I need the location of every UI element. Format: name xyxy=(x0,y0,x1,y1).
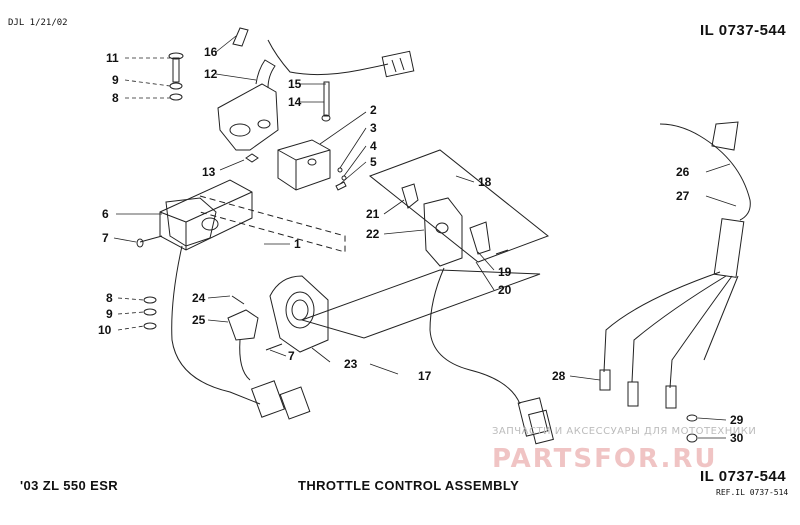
callout-label: 18 xyxy=(478,175,492,189)
watermark-caption: ЗАПЧАСТИ И АКСЕССУАРЫ ДЛЯ МОТОТЕХНИКИ xyxy=(492,426,757,437)
callout-label: 8 xyxy=(106,291,113,305)
callout-label: 8 xyxy=(112,91,119,105)
document-id-top: IL 0737-544 xyxy=(700,22,787,39)
connector-part-17 xyxy=(517,397,554,445)
fastener-part-13 xyxy=(245,153,259,163)
sensor-part-28 xyxy=(599,369,677,409)
callout-label: 26 xyxy=(676,165,690,179)
callout-label: 21 xyxy=(366,207,380,221)
callout-label: 9 xyxy=(112,73,119,87)
spring-part-21 xyxy=(401,183,419,209)
callout-label: 7 xyxy=(102,231,109,245)
nut-part-30 xyxy=(686,433,698,443)
callout-label: 28 xyxy=(552,369,566,383)
pin-part-14 xyxy=(321,81,331,122)
document-id-bottom: IL 0737-544 xyxy=(700,468,787,485)
nut-part-10 xyxy=(143,322,157,330)
cap-part-16 xyxy=(232,27,249,47)
callout-label: 30 xyxy=(730,431,744,445)
watermark-logo: PARTSFOR.RU xyxy=(492,444,718,474)
bracket-part-12 xyxy=(217,59,279,151)
lever-connector xyxy=(250,380,311,420)
callout-label: 11 xyxy=(106,51,119,65)
washer-part-29 xyxy=(686,414,698,422)
screw-part-7-lower xyxy=(265,343,283,351)
reference-id: REF.IL 0737-514 xyxy=(716,488,789,497)
pad-part-25 xyxy=(227,309,259,381)
callout-label: 6 xyxy=(102,207,109,221)
callout-label: 25 xyxy=(192,313,206,327)
callout-label: 15 xyxy=(288,77,302,91)
callout-label: 9 xyxy=(106,307,113,321)
screw-part-19 xyxy=(495,249,509,255)
date-code: DJL 1/21/02 xyxy=(8,18,68,28)
wire-part-15 xyxy=(267,39,415,78)
bolt-part-24 xyxy=(231,295,245,305)
callout-label: 3 xyxy=(370,121,377,135)
screw-part-3 xyxy=(337,167,343,173)
washer-part-9 xyxy=(143,308,157,316)
diagram-title: THROTTLE CONTROL ASSEMBLY xyxy=(298,478,520,493)
throttle-housing-part-23 xyxy=(269,275,329,353)
bolt-part-11 xyxy=(168,52,184,101)
callout-label: 17 xyxy=(418,369,432,383)
callout-label: 22 xyxy=(366,227,380,241)
lever-part-6 xyxy=(165,197,217,247)
callout-label: 27 xyxy=(676,189,690,203)
callout-label: 2 xyxy=(370,103,377,117)
switch-part-2 xyxy=(277,139,331,191)
callout-label: 19 xyxy=(498,265,512,279)
housing-part-1 xyxy=(159,179,346,253)
callout-label: 14 xyxy=(288,95,302,109)
callout-label: 10 xyxy=(98,323,112,337)
callout-label: 16 xyxy=(204,45,218,59)
callout-label: 24 xyxy=(192,291,206,305)
callout-number-layer: 11 9 8 16 12 15 14 2 3 4 5 13 6 7 1 18 2… xyxy=(98,45,744,445)
callout-label: 20 xyxy=(498,283,512,297)
callout-label: 12 xyxy=(204,67,218,81)
callout-label: 29 xyxy=(730,413,744,427)
callout-label: 5 xyxy=(370,155,377,169)
lever-wire xyxy=(171,245,261,405)
washer-part-8 xyxy=(143,296,157,304)
callout-label: 1 xyxy=(294,237,301,251)
callout-label: 4 xyxy=(370,139,377,153)
switch-part-22 xyxy=(423,197,463,267)
callout-label: 13 xyxy=(202,165,216,179)
clip-part-20 xyxy=(469,221,491,255)
callout-label: 7 xyxy=(288,349,295,363)
callout-box-part-17 xyxy=(300,269,541,339)
model-label: '03 ZL 550 ESR xyxy=(20,478,119,493)
callout-box-part-18 xyxy=(368,149,550,263)
screw-part-7 xyxy=(136,235,163,248)
harness-part-27 xyxy=(603,121,751,389)
wire-part-17 xyxy=(429,267,521,405)
callout-label: 23 xyxy=(344,357,358,371)
